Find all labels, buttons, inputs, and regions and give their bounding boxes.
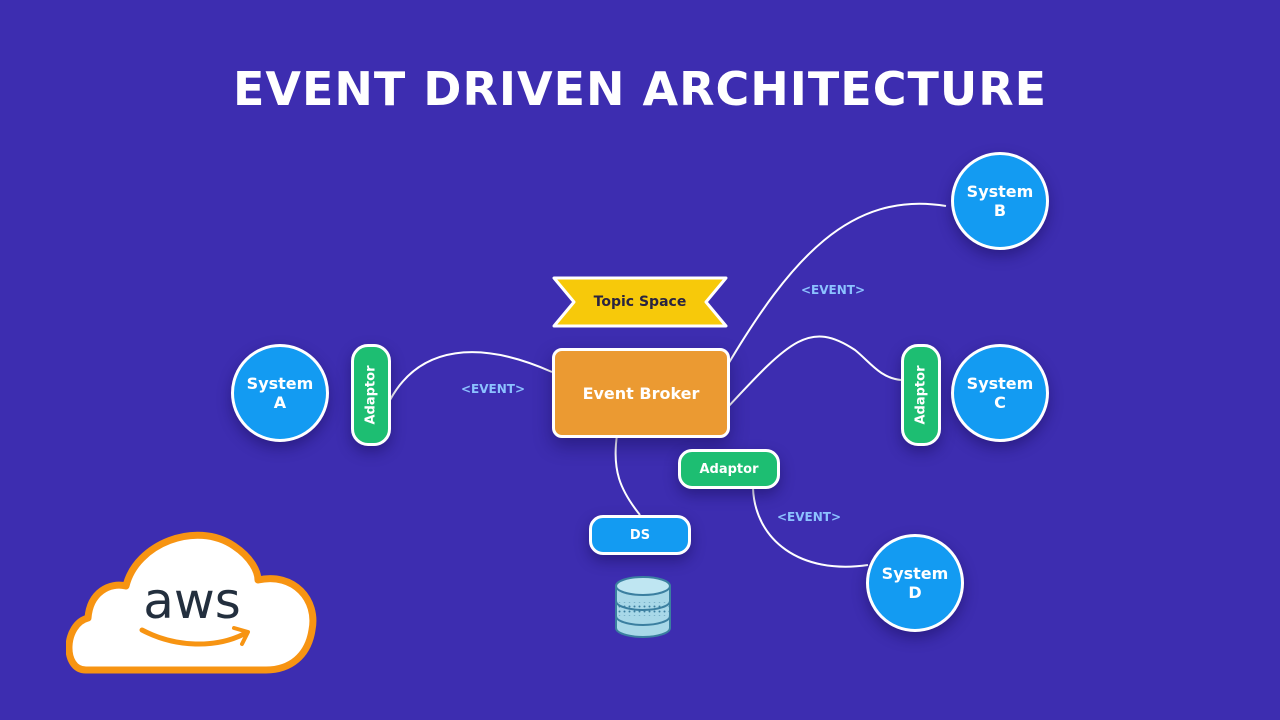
adaptor-c-label: Adaptor: [913, 365, 929, 425]
system-a-name: System: [246, 374, 314, 393]
event-broker[interactable]: Event Broker: [552, 348, 730, 438]
event-label-b: <EVENT>: [801, 283, 866, 297]
system-b-name: System: [966, 182, 1034, 201]
system-c[interactable]: System C: [951, 344, 1049, 442]
system-d-letter: D: [908, 583, 922, 602]
topic-space-label: Topic Space: [593, 294, 687, 310]
system-b[interactable]: System B: [951, 152, 1049, 250]
link-broker-adaptor-c: [726, 335, 902, 409]
system-c-letter: C: [994, 393, 1006, 412]
ribbon-shape: [552, 276, 728, 328]
database-icon: [615, 576, 671, 638]
system-c-name: System: [966, 374, 1034, 393]
adaptor-c[interactable]: Adaptor: [901, 344, 941, 446]
adaptor-a-label: Adaptor: [363, 365, 379, 425]
system-d[interactable]: System D: [866, 534, 964, 632]
adaptor-d[interactable]: Adaptor: [678, 449, 780, 489]
aws-wordmark: aws: [143, 572, 241, 630]
datastore-label-box[interactable]: DS: [589, 515, 691, 555]
system-a-letter: A: [273, 393, 287, 412]
topic-space-banner[interactable]: Topic Space: [550, 274, 730, 330]
event-label-a: <EVENT>: [461, 382, 526, 396]
link-broker-system-b: [726, 202, 947, 367]
adaptor-a[interactable]: Adaptor: [351, 344, 391, 446]
link-adaptor-a-broker: [389, 351, 553, 401]
system-b-letter: B: [993, 201, 1007, 220]
page-title: EVENT DRIVEN ARCHITECTURE: [232, 62, 1048, 116]
event-broker-label: Event Broker: [582, 383, 700, 403]
datastore-label: DS: [629, 527, 651, 543]
event-label-d: <EVENT>: [777, 510, 842, 524]
link-adaptor-d-system-d: [752, 487, 869, 568]
adaptor-d-label: Adaptor: [699, 461, 759, 477]
link-broker-ds: [614, 434, 641, 516]
system-a[interactable]: System A: [231, 344, 329, 442]
aws-cloud-logo: aws: [66, 531, 317, 674]
system-d-name: System: [881, 564, 949, 583]
